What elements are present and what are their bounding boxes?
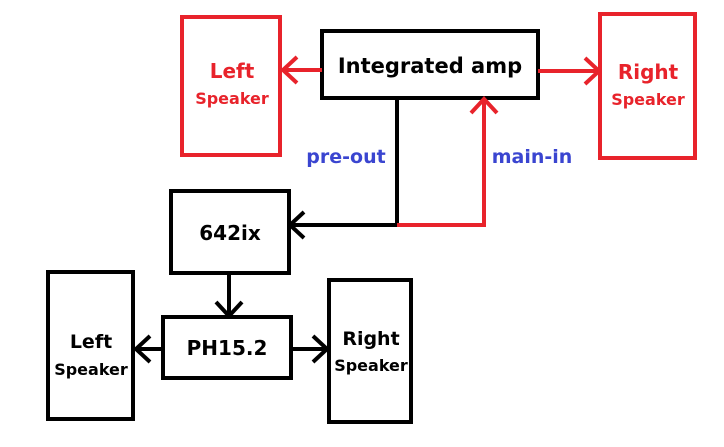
preamp-642ix-label: 642ix xyxy=(199,221,261,245)
pre-out-label: pre-out xyxy=(306,146,385,168)
bottom-right-speaker-box xyxy=(327,278,413,424)
top-left-speaker-label-left: Left xyxy=(210,59,255,83)
top-right-speaker-label-right: Right xyxy=(618,60,679,84)
power-amp-ph15-label: PH15.2 xyxy=(187,336,268,360)
bottom-left-speaker-label-speaker: Speaker xyxy=(54,360,128,379)
main-in-label: main-in xyxy=(492,146,573,168)
top-left-speaker-box xyxy=(180,15,282,157)
integrated-amp-box xyxy=(320,29,540,100)
arrow-main-in-to-amp xyxy=(397,96,499,227)
arrow-amp-to-top-left-speaker xyxy=(280,55,322,85)
top-right-speaker-box xyxy=(598,12,697,160)
arrow-ph15-to-bottom-right-speaker xyxy=(291,334,330,364)
top-left-speaker-label-speaker: Speaker xyxy=(195,89,269,108)
integrated-amp-label: Integrated amp xyxy=(338,54,522,78)
bottom-left-speaker-label-left: Left xyxy=(70,331,112,353)
bottom-right-speaker-label-speaker: Speaker xyxy=(334,356,408,375)
arrow-amp-to-top-right-speaker xyxy=(538,56,602,86)
arrow-pre-out-to-642ix xyxy=(287,98,399,240)
arrow-ph15-to-bottom-left-speaker xyxy=(133,334,163,364)
bottom-left-speaker-box xyxy=(46,270,135,421)
power-amp-ph15-box xyxy=(161,315,293,380)
top-right-speaker-label-speaker: Speaker xyxy=(611,90,685,109)
arrow-642ix-to-ph15 xyxy=(214,273,244,319)
bottom-right-speaker-label-right: Right xyxy=(342,328,399,350)
